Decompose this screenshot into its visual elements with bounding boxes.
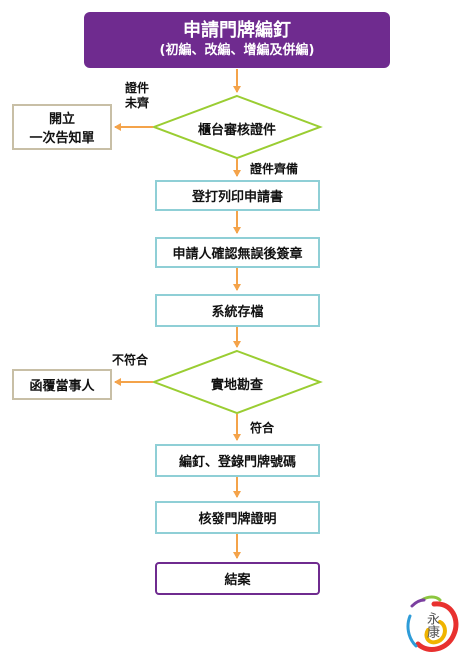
step-assign-register: 編釘、登錄門牌號碼 (155, 444, 320, 477)
label-docs-incomplete-2: 未齊 (124, 96, 149, 110)
step-close-case: 結案 (155, 562, 320, 595)
step-system-save: 系統存檔 (155, 294, 320, 327)
logo-graphic (406, 595, 459, 652)
label-docs-complete: 證件齊備 (250, 162, 299, 176)
step-print-form: 登打列印申請書 (155, 180, 320, 211)
yongkang-logo: 永康 (400, 592, 464, 658)
notice-box: 開立 一次告知單 (12, 104, 112, 150)
diamond-field-check (151, 349, 323, 415)
notice-line-2: 一次告知單 (29, 131, 95, 146)
page-title: 申請門牌編釘 (183, 20, 291, 41)
step-field-check: 實地勘查 (210, 378, 263, 393)
step-issue-certificate: 核發門牌證明 (155, 501, 320, 534)
step-confirm-seal: 申請人確認無誤後簽章 (155, 237, 320, 268)
diamond-counter-check (151, 94, 323, 160)
label-docs-incomplete: 證件 未齊 (120, 81, 154, 111)
label-conform: 符合 (250, 421, 275, 435)
title-banner: 申請門牌編釘 (初編、改編、增編及併編) (84, 12, 390, 68)
logo-text: 永康 (424, 612, 439, 638)
label-docs-incomplete-1: 證件 (124, 81, 149, 95)
step-counter-check: 櫃台審核證件 (197, 123, 276, 138)
reply-party-box: 函覆當事人 (12, 369, 112, 400)
label-not-conform: 不符合 (112, 353, 149, 367)
page-subtitle: (初編、改編、增編及併編) (159, 43, 315, 58)
notice-line-1: 開立 (48, 112, 75, 127)
